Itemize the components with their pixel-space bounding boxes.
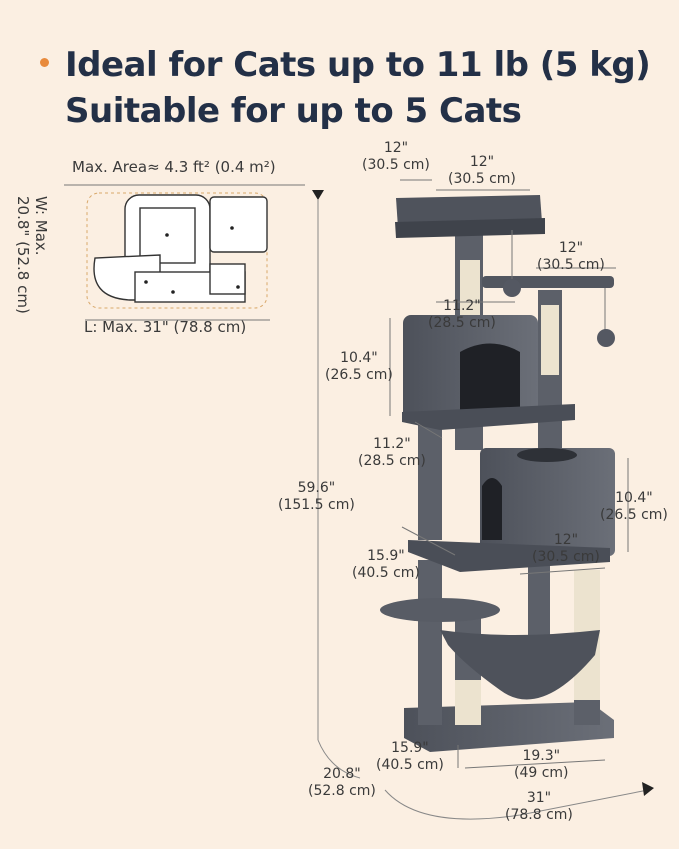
dim-footprint-depth-in: 20.8" — [323, 766, 361, 782]
dim-side-platform: 12"(30.5 cm) — [537, 240, 605, 274]
dim-base-depth-cm: (40.5 cm) — [376, 757, 444, 773]
dim-condo-upper-width-in: 11.2" — [443, 298, 481, 314]
headline-text-2: Suitable for up to 5 Cats — [65, 91, 522, 131]
dim-condo-lower-height-cm: (26.5 cm) — [600, 507, 668, 523]
dim-total-height: 59.6"(151.5 cm) — [278, 480, 355, 514]
dim-condo-upper-width: 11.2"(28.5 cm) — [428, 298, 496, 332]
dim-side-platform-in: 12" — [558, 240, 584, 256]
dim-lower-platform-left-in: 15.9" — [367, 548, 405, 564]
dim-top-right-in: 12" — [469, 154, 495, 170]
dim-footprint-width: 31"(78.8 cm) — [505, 790, 573, 824]
bullet-dot-icon — [40, 58, 49, 67]
dim-condo-upper-width-cm: (28.5 cm) — [428, 315, 496, 331]
headline-line-2: Suitable for up to 5 Cats — [40, 88, 670, 134]
dim-side-platform-cm: (30.5 cm) — [537, 257, 605, 273]
dim-lower-platform-right-in: 12" — [553, 532, 579, 548]
headline-text-1: Ideal for Cats up to 11 lb (5 kg) — [65, 45, 651, 85]
dim-condo-upper-depth-cm: (28.5 cm) — [358, 453, 426, 469]
length-label: L: Max. 31" (78.8 cm) — [84, 318, 247, 336]
dim-top-right-cm: (30.5 cm) — [448, 171, 516, 187]
dim-lower-platform-left: 15.9"(40.5 cm) — [352, 548, 420, 582]
dim-lower-platform-right: 12"(30.5 cm) — [532, 532, 600, 566]
dim-top-left-in: 12" — [383, 140, 409, 156]
dim-condo-lower-height-in: 10.4" — [615, 490, 653, 506]
dim-condo-upper-height-cm: (26.5 cm) — [325, 367, 393, 383]
dim-condo-upper-depth: 11.2"(28.5 cm) — [358, 436, 426, 470]
dim-condo-upper-height: 10.4"(26.5 cm) — [325, 350, 393, 384]
dim-lower-platform-right-cm: (30.5 cm) — [532, 549, 600, 565]
dim-condo-lower-height: 10.4"(26.5 cm) — [600, 490, 668, 524]
dim-footprint-width-in: 31" — [526, 790, 552, 806]
dim-condo-upper-height-in: 10.4" — [340, 350, 378, 366]
dim-base-width-in: 19.3" — [522, 748, 561, 764]
dim-total-height-cm: (151.5 cm) — [278, 497, 355, 513]
dim-top-right: 12"(30.5 cm) — [448, 154, 516, 188]
footprint-diagram — [64, 184, 305, 321]
dim-condo-upper-depth-in: 11.2" — [373, 436, 411, 452]
dim-footprint-depth-cm: (52.8 cm) — [308, 783, 376, 799]
dim-footprint-width-cm: (78.8 cm) — [505, 807, 573, 823]
headline-line-1: Ideal for Cats up to 11 lb (5 kg) — [40, 42, 670, 88]
dim-base-depth: 15.9"(40.5 cm) — [376, 740, 444, 774]
max-area-label: Max. Area≈ 4.3 ft² (0.4 m²) — [72, 158, 276, 176]
headline: Ideal for Cats up to 11 lb (5 kg) Suitab… — [40, 42, 670, 134]
dim-base-width-cm: (49 cm) — [514, 765, 569, 781]
dim-top-left: 12"(30.5 cm) — [362, 140, 430, 174]
dim-base-width: 19.3"(49 cm) — [514, 748, 569, 782]
dim-base-depth-in: 15.9" — [391, 740, 429, 756]
dim-top-left-cm: (30.5 cm) — [362, 157, 430, 173]
dim-total-height-in: 59.6" — [297, 480, 336, 496]
dim-lower-platform-left-cm: (40.5 cm) — [352, 565, 420, 581]
dim-footprint-depth: 20.8"(52.8 cm) — [308, 766, 376, 800]
